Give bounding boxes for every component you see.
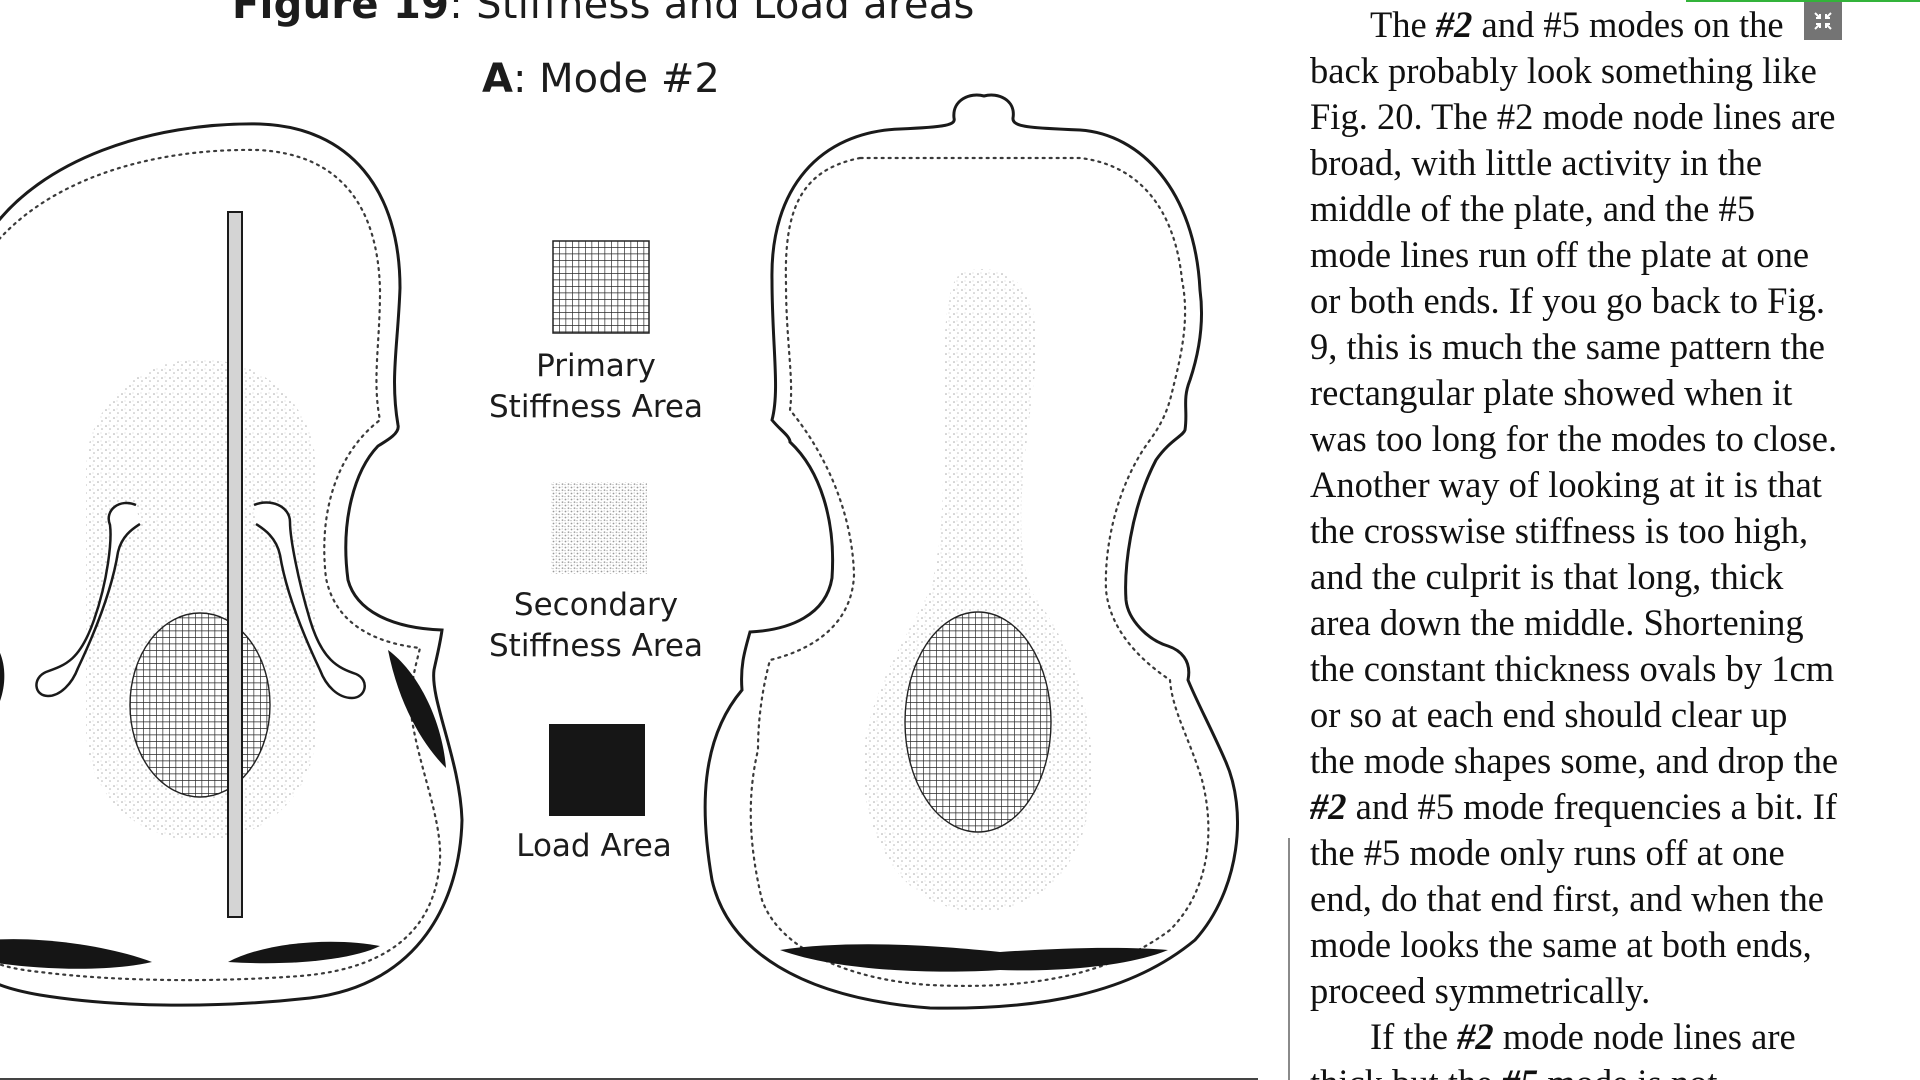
text-run: or so at each end should clear up bbox=[1310, 694, 1788, 735]
text-run: back probably look something like bbox=[1310, 50, 1817, 91]
text-line: and the culprit is that long, thick bbox=[1310, 554, 1920, 600]
load-area-top-left-edge bbox=[0, 653, 5, 702]
text-line: the crosswise stiffness is too high, bbox=[1310, 508, 1920, 554]
text-line: The #2 and #5 modes on the bbox=[1310, 2, 1920, 48]
column-divider bbox=[1288, 838, 1290, 1080]
text-line: mode lines run off the plate at one bbox=[1310, 232, 1920, 278]
text-line: 9, this is much the same pattern the bbox=[1310, 324, 1920, 370]
text-line: If the #2 mode node lines are bbox=[1310, 1014, 1920, 1060]
text-run: and #5 mode frequencies a bit. If bbox=[1346, 786, 1838, 827]
text-run: proceed symmetrically. bbox=[1310, 970, 1651, 1011]
text-line: the mode shapes some, and drop the bbox=[1310, 738, 1920, 784]
legend-label-primary: Primary Stiffness Area bbox=[488, 348, 704, 425]
text-run: If the bbox=[1370, 1016, 1458, 1057]
figure-subtitle: A: Mode #2 bbox=[482, 56, 720, 102]
load-area-top-right-edge bbox=[388, 650, 446, 768]
text-run: and #5 modes on the bbox=[1472, 4, 1784, 45]
text-run: mode lines run off the plate at one bbox=[1310, 234, 1810, 275]
text-line: mode looks the same at both ends, bbox=[1310, 922, 1920, 968]
text-line: Another way of looking at it is that bbox=[1310, 462, 1920, 508]
text-line: the constant thickness ovals by 1cm bbox=[1310, 646, 1920, 692]
text-run: the constant thickness ovals by 1cm bbox=[1310, 648, 1835, 689]
text-line: rectangular plate showed when it bbox=[1310, 370, 1920, 416]
text-line: back probably look something like bbox=[1310, 48, 1920, 94]
figure-panel: Figure 19: Stiffness and Load areas A: M… bbox=[0, 0, 1258, 1080]
text-run: end, do that end first, and when the bbox=[1310, 878, 1824, 919]
violin-back-purfling bbox=[749, 156, 1210, 988]
figure-illustration bbox=[0, 93, 1239, 1010]
text-run: mode is not bbox=[1538, 1062, 1717, 1080]
mode-number-emphasis: #2 bbox=[1457, 1016, 1494, 1057]
text-line: end, do that end first, and when the bbox=[1310, 876, 1920, 922]
load-area-swatch bbox=[549, 724, 645, 816]
text-line: Fig. 20. The #2 mode node lines are bbox=[1310, 94, 1920, 140]
load-area-top-bottom-right bbox=[228, 941, 380, 964]
text-run: the mode shapes some, and drop the bbox=[1310, 740, 1839, 781]
text-run: broad, with little activity in the bbox=[1310, 142, 1763, 183]
legend-label-secondary: Secondary Stiffness Area bbox=[488, 587, 704, 664]
text-line: or both ends. If you go back to Fig. bbox=[1310, 278, 1920, 324]
text-run: The bbox=[1370, 4, 1436, 45]
mode-number-emphasis: #2 bbox=[1310, 786, 1347, 827]
text-line: the #5 mode only runs off at one bbox=[1310, 830, 1920, 876]
text-run: rectangular plate showed when it bbox=[1310, 372, 1793, 413]
text-run: the #5 mode only runs off at one bbox=[1310, 832, 1785, 873]
text-run: thick but the bbox=[1310, 1062, 1502, 1080]
figure-title: Figure 19: Stiffness and Load areas bbox=[232, 0, 975, 28]
primary-stiffness-swatch bbox=[552, 240, 650, 334]
text-run: the crosswise stiffness is too high, bbox=[1310, 510, 1809, 551]
f-hole-left bbox=[35, 501, 141, 698]
text-run: mode looks the same at both ends, bbox=[1310, 924, 1812, 965]
text-line: area down the middle. Shortening bbox=[1310, 600, 1920, 646]
collapse-view-button[interactable] bbox=[1804, 2, 1842, 40]
text-line: thick but the #5 mode is not bbox=[1310, 1060, 1920, 1080]
violin-back-plate bbox=[703, 93, 1239, 1010]
violin-top-purfling bbox=[0, 148, 442, 982]
collapse-icon bbox=[1814, 12, 1832, 30]
legend-label-load: Load Area bbox=[516, 828, 672, 864]
text-run: mode node lines are bbox=[1493, 1016, 1796, 1057]
mode-number-emphasis: #2 bbox=[1435, 4, 1473, 45]
text-run: middle of the plate, and the #5 bbox=[1310, 188, 1755, 229]
bass-bar bbox=[227, 211, 243, 918]
viewer-accent-bar bbox=[1686, 0, 1920, 2]
secondary-stiffness-swatch bbox=[551, 482, 647, 574]
text-run: and the culprit is that long, thick bbox=[1310, 556, 1784, 597]
load-area-back-bottom bbox=[780, 944, 1168, 972]
mode-number-emphasis: #5 bbox=[1502, 1062, 1539, 1080]
text-line: broad, with little activity in the bbox=[1310, 140, 1920, 186]
text-line: was too long for the modes to close. bbox=[1310, 416, 1920, 462]
text-run: Fig. 20. The #2 mode node lines are bbox=[1310, 96, 1836, 137]
violin-top-plate bbox=[0, 122, 464, 1007]
text-line: proceed symmetrically. bbox=[1310, 968, 1920, 1014]
text-line: #2 and #5 mode frequencies a bit. If bbox=[1310, 784, 1920, 830]
f-hole-right bbox=[253, 501, 366, 700]
primary-area-back bbox=[904, 611, 1052, 833]
text-run: area down the middle. Shortening bbox=[1310, 602, 1804, 643]
text-run: or both ends. If you go back to Fig. bbox=[1310, 280, 1825, 321]
load-area-top-bottom-left bbox=[0, 939, 152, 969]
text-line: or so at each end should clear up bbox=[1310, 692, 1920, 738]
primary-area-top bbox=[129, 612, 271, 798]
text-run: was too long for the modes to close. bbox=[1310, 418, 1838, 459]
text-run: Another way of looking at it is that bbox=[1310, 464, 1822, 505]
figure-bottom-rule bbox=[0, 1078, 1258, 1080]
text-run: 9, this is much the same pattern the bbox=[1310, 326, 1825, 367]
text-line: middle of the plate, and the #5 bbox=[1310, 186, 1920, 232]
